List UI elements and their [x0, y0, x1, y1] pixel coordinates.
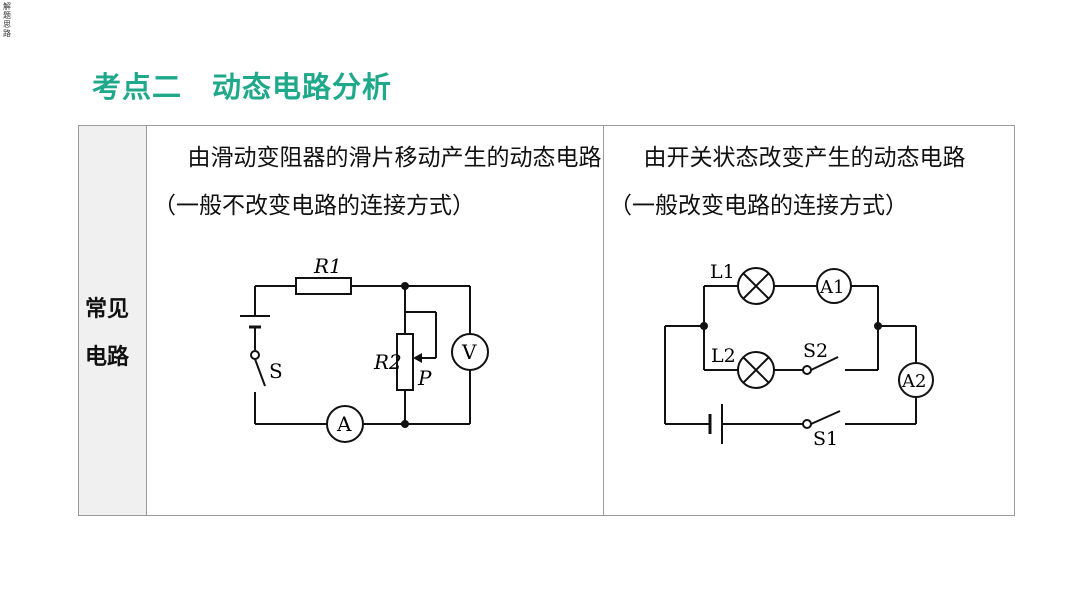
- column-divider: [603, 126, 604, 515]
- page-title: 考点二 动态电路分析: [92, 70, 393, 104]
- corner-note: 解题思路: [3, 2, 11, 38]
- content-table: 常见电路 由滑动变阻器的滑片移动产生的动态电路（一般不改变电路的连接方式） 由开…: [78, 125, 1015, 516]
- row-header-label: 常见电路: [85, 297, 130, 370]
- col1-description: 由滑动变阻器的滑片移动产生的动态电路（一般不改变电路的连接方式）: [153, 145, 602, 219]
- col2-description: 由开关状态改变产生的动态电路（一般改变电路的连接方式）: [609, 145, 966, 219]
- row-header-cell: 常见电路: [79, 126, 147, 515]
